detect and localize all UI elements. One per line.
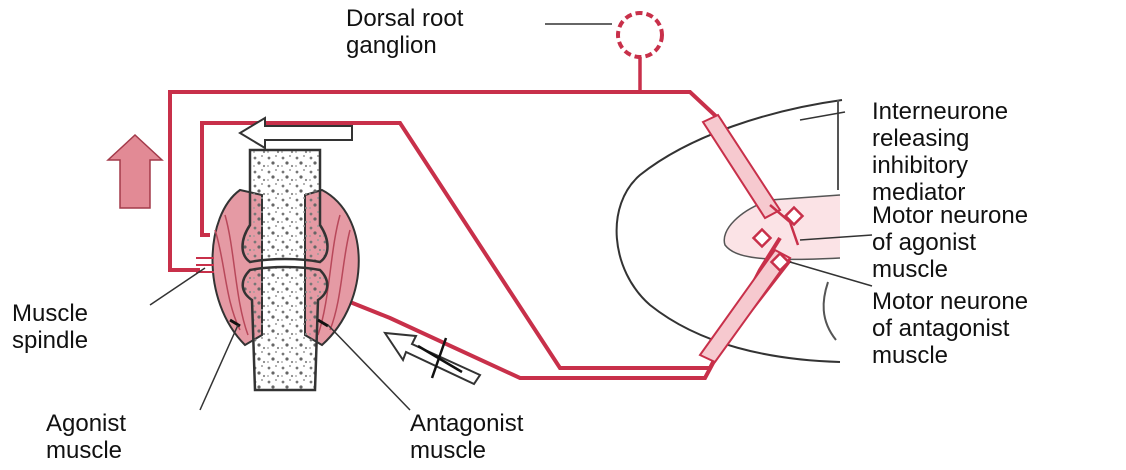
label-line: muscle: [46, 437, 126, 464]
dorsal-root-bundle: [703, 115, 780, 218]
leader-motor-antagonist: [790, 262, 872, 286]
label-line: Muscle: [12, 300, 88, 327]
label-line: Motor neurone: [872, 202, 1028, 229]
label-dorsal-root-ganglion: Dorsal root ganglion: [346, 5, 463, 59]
dorsal-root-ganglion-circle: [618, 13, 662, 57]
joint: [196, 150, 359, 390]
label-line: Antagonist: [410, 410, 523, 437]
upward-arrow: [108, 135, 162, 208]
label-antagonist-muscle: Antagonist muscle: [410, 410, 523, 464]
motor-nerve-antagonist: [340, 260, 790, 378]
label-motor-neurone-antagonist: Motor neurone of antagonist muscle: [872, 288, 1028, 369]
label-motor-neurone-agonist: Motor neurone of agonist muscle: [872, 202, 1028, 283]
leader-agonist-muscle: [200, 325, 238, 410]
grey-matter-outline: [724, 195, 840, 259]
label-line: muscle: [410, 437, 523, 464]
leader-muscle-spindle: [150, 268, 205, 305]
label-line: inhibitory: [872, 152, 1008, 179]
label-interneurone: Interneurone releasing inhibitory mediat…: [872, 98, 1008, 206]
label-line: releasing: [872, 125, 1008, 152]
label-line: spindle: [12, 327, 88, 354]
label-line: Motor neurone: [872, 288, 1028, 315]
label-muscle-spindle: Muscle spindle: [12, 300, 88, 354]
lower-bone: [243, 267, 328, 390]
label-line: muscle: [872, 256, 1028, 283]
ventral-fissure: [824, 282, 836, 340]
label-line: Agonist: [46, 410, 126, 437]
label-agonist-muscle: Agonist muscle: [46, 410, 126, 464]
label-line: Dorsal root: [346, 5, 463, 32]
label-line: Interneurone: [872, 98, 1008, 125]
label-line: of antagonist: [872, 315, 1028, 342]
label-line: ganglion: [346, 32, 463, 59]
upper-bone: [243, 150, 328, 262]
label-line: muscle: [872, 342, 1028, 369]
label-line: of agonist: [872, 229, 1028, 256]
